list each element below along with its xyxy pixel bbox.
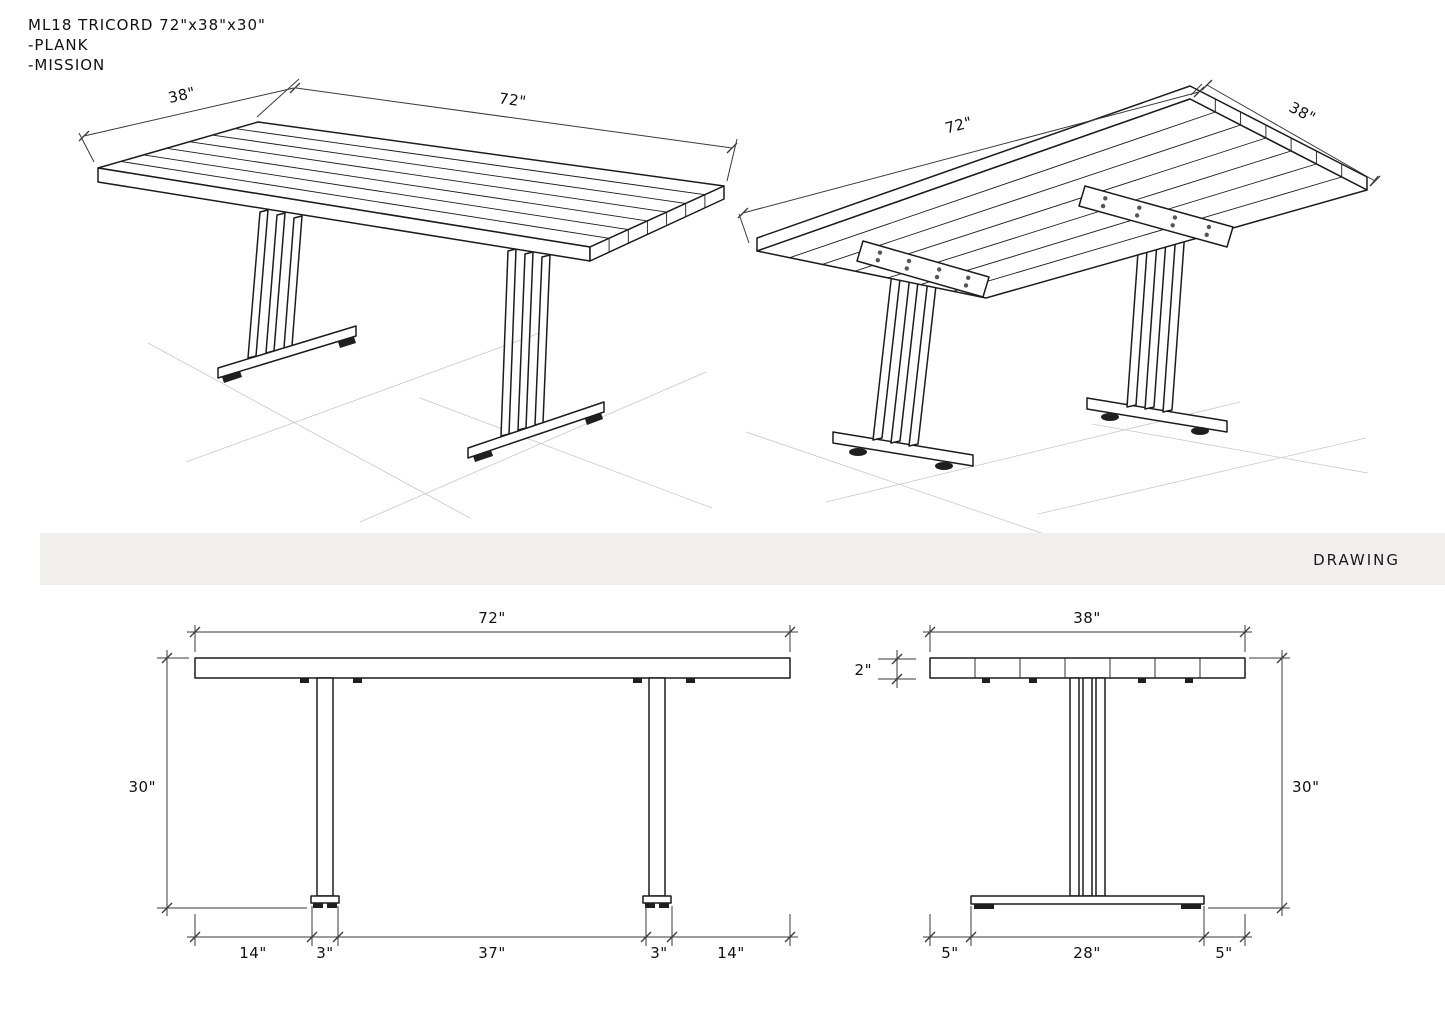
floor-guide-lines (147, 329, 713, 523)
dim-label-side-38: 38" (1073, 609, 1101, 627)
dim-label-front-30: 30" (129, 778, 157, 796)
dim-label-iso-top-72: 72" (498, 89, 528, 111)
iso-bottom-view: 72" 38" (737, 79, 1381, 541)
section-bar: DRAWING (40, 533, 1445, 585)
section-bar-background (40, 533, 1445, 585)
dim-side-height: 30" (1208, 650, 1320, 916)
dim-label-front-72: 72" (478, 609, 506, 627)
table-leg-right-underside (1086, 207, 1228, 435)
drawing-subtitle-mission: -MISSION (28, 56, 105, 74)
drawing-title: ML18 TRICORD 72"x38"x30" (28, 16, 266, 34)
dim-iso-top-width: 38" (78, 78, 301, 163)
dim-front-height: 30" (129, 650, 307, 916)
table-leg-front (467, 248, 605, 462)
mounting-plate-left (856, 240, 990, 298)
side-elevation-table (929, 657, 1246, 909)
table-top-underside (756, 85, 1368, 299)
dim-label-side-30: 30" (1292, 778, 1320, 796)
dim-label-front-overhang-right: 14" (717, 944, 745, 962)
side-elevation: 38" 30" 5" 28" 5" (923, 609, 1320, 962)
title-block: ML18 TRICORD 72"x38"x30" -PLANK -MISSION (28, 16, 266, 74)
dim-label-iso-bottom-72: 72" (943, 113, 974, 138)
section-bar-label: DRAWING (1313, 551, 1400, 569)
table-leg-left-underside (832, 260, 974, 470)
dim-side-bottom-row: 5" 28" 5" (923, 906, 1252, 962)
table-top-surface (97, 121, 725, 262)
dim-label-front-leg-right: 3" (650, 944, 667, 962)
dim-label-side-overhang-left: 5" (941, 944, 958, 962)
dim-label-side-foot: 28" (1073, 944, 1101, 962)
iso-top-view: 38" 72" (78, 78, 738, 523)
dim-top-thickness: 2" (855, 650, 916, 688)
mounting-plate-right (1078, 185, 1234, 248)
dim-label-front-leg-left: 3" (316, 944, 333, 962)
front-elevation: 72" 30" 2" 14" 3" (129, 609, 916, 962)
dim-label-side-overhang-right: 5" (1215, 944, 1232, 962)
dim-label-front-span: 37" (478, 944, 506, 962)
dim-front-width: 72" (187, 609, 798, 652)
dim-label-iso-bottom-38: 38" (1286, 98, 1319, 127)
floor-guide-lines-2 (745, 401, 1369, 541)
dim-label-thickness-2: 2" (855, 661, 872, 679)
dim-label-front-overhang-left: 14" (239, 944, 267, 962)
dim-front-bottom-row: 14" 3" 37" 3" 14" (187, 906, 798, 962)
dim-label-iso-top-38: 38" (166, 83, 197, 107)
dim-side-width: 38" (923, 609, 1252, 652)
drawing-subtitle-plank: -PLANK (28, 36, 89, 54)
dim-iso-top-length: 72" (295, 87, 738, 182)
table-leg-back (217, 209, 357, 383)
front-elevation-table (194, 657, 791, 908)
